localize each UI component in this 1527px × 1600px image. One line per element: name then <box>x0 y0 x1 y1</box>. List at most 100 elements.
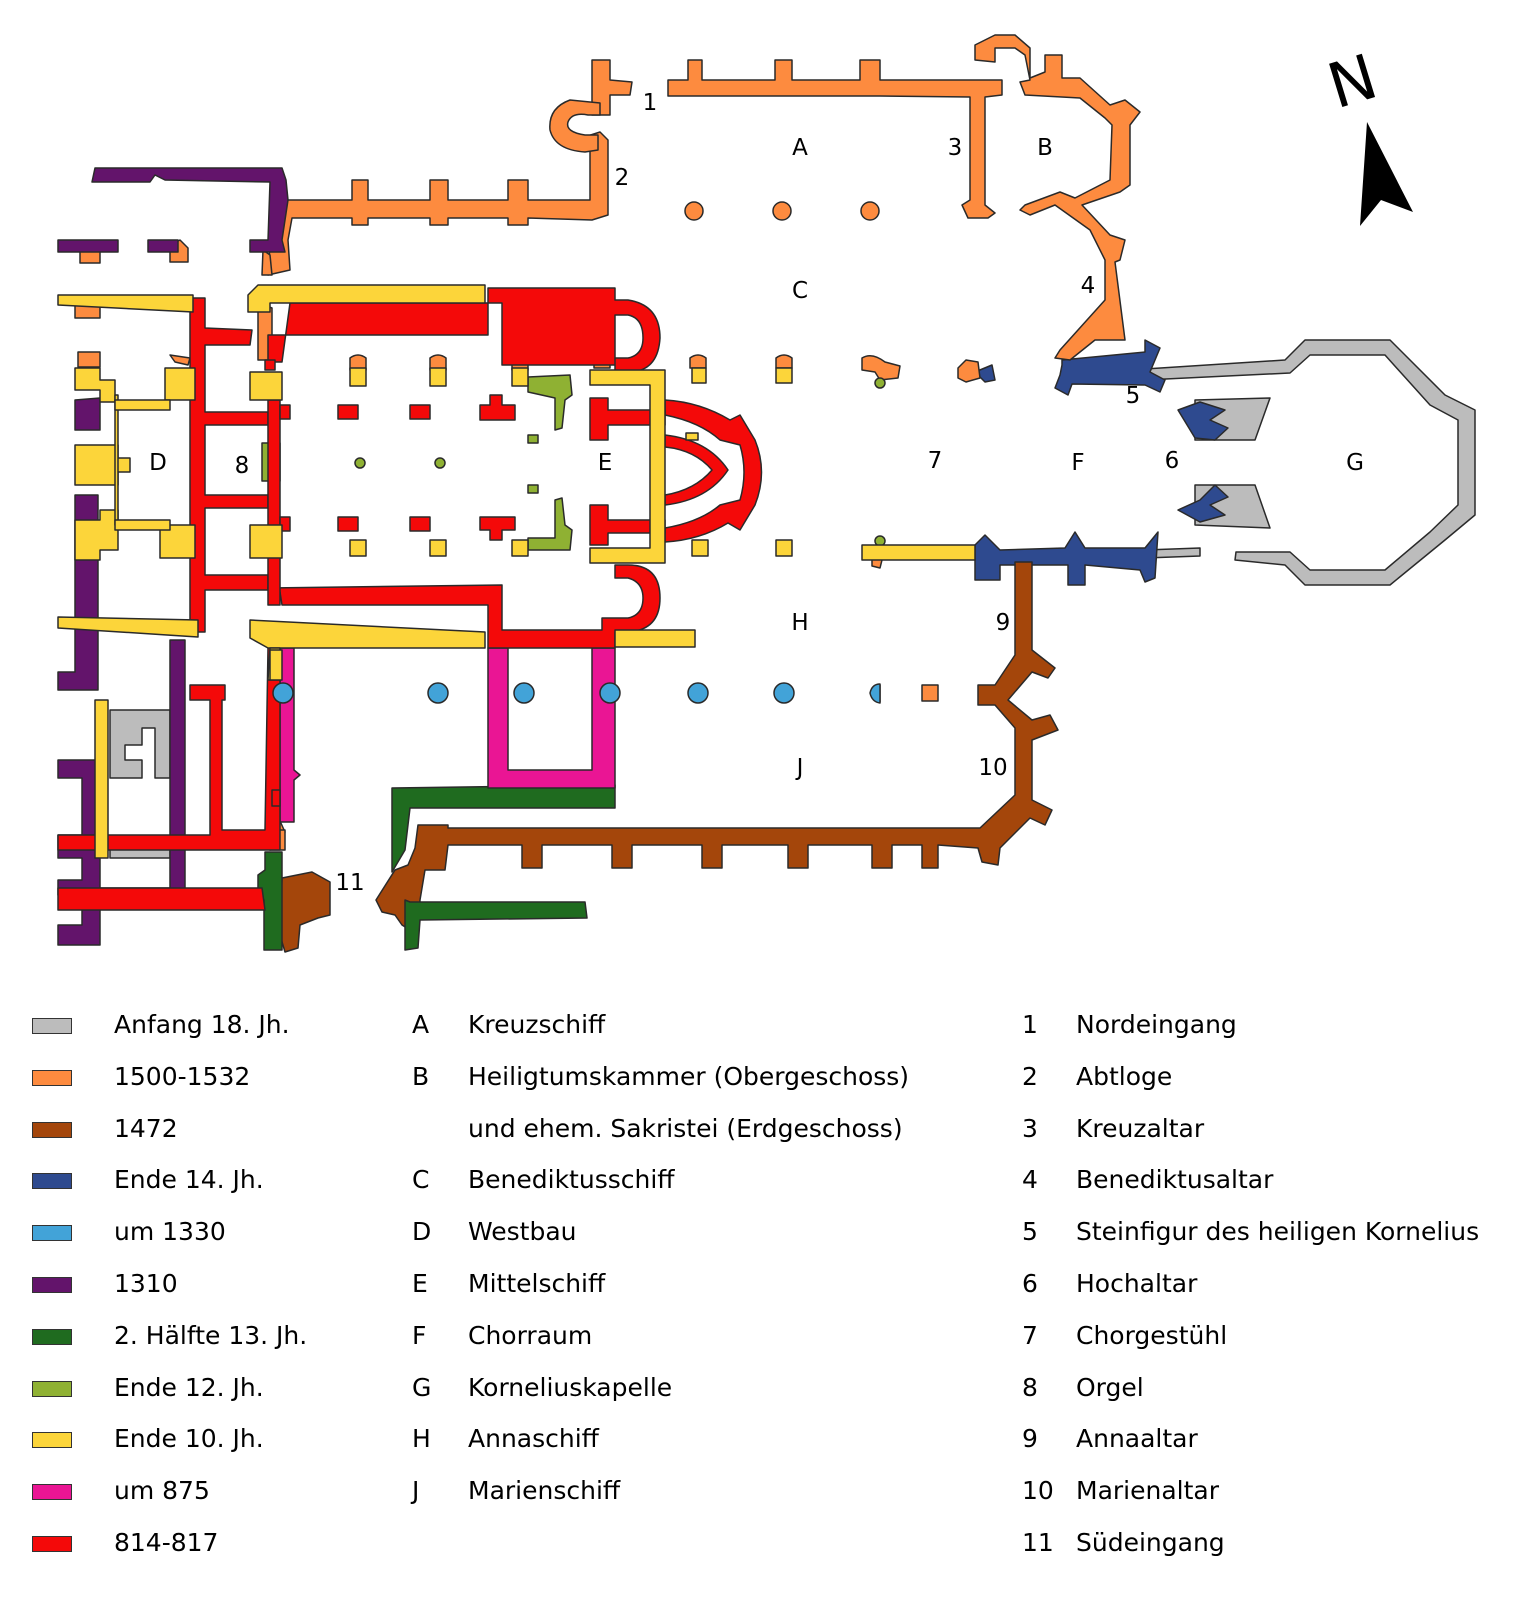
period-swatch <box>32 1069 72 1086</box>
period-swatch <box>32 1173 72 1190</box>
feature-key: 9 <box>1022 1424 1038 1454</box>
period-item: Ende 14. Jh. <box>32 1165 307 1217</box>
section-key: F <box>412 1320 427 1350</box>
period-item: 814-817 <box>32 1528 307 1580</box>
period-item: 1500-1532 <box>32 1062 307 1114</box>
section-key: G <box>412 1372 432 1402</box>
section-key: E <box>412 1268 428 1298</box>
period-item: Ende 10. Jh. <box>32 1424 307 1476</box>
walls-end-10th <box>57 284 976 859</box>
period-item: um 875 <box>32 1476 307 1528</box>
map-label-9: 9 <box>996 610 1011 636</box>
north-arrow-icon <box>1360 122 1413 226</box>
section-key: B <box>412 1061 430 1091</box>
feature-key: 3 <box>1022 1113 1038 1143</box>
feature-key: 11 <box>1022 1527 1054 1557</box>
section-label: Westbau <box>468 1217 577 1247</box>
section-key: H <box>412 1424 431 1454</box>
north-indicator: N <box>1320 40 1413 226</box>
feature-label: Kreuzaltar <box>1076 1113 1205 1143</box>
period-item: Ende 12. Jh. <box>32 1373 307 1425</box>
map-label-3: 3 <box>948 135 963 161</box>
section-item: J Marienschiff <box>412 1476 909 1528</box>
period-swatch <box>32 1121 72 1138</box>
period-swatch <box>32 1276 72 1293</box>
map-label-c: C <box>792 278 808 304</box>
feature-label: Südeingang <box>1076 1527 1225 1557</box>
map-label-5: 5 <box>1126 383 1141 409</box>
feature-label: Nordeingang <box>1076 1010 1237 1039</box>
period-item: 2. Hälfte 13. Jh. <box>32 1321 307 1373</box>
north-label: N <box>1320 40 1386 123</box>
map-label-2: 2 <box>615 165 630 191</box>
period-swatch <box>32 1380 72 1397</box>
section-item: und ehem. Sakristei (Erdgeschoss) <box>412 1114 909 1166</box>
period-label: 2. Hälfte 13. Jh. <box>114 1320 308 1350</box>
section-key: D <box>412 1217 432 1247</box>
feature-item: 1 Nordeingang <box>1022 1010 1479 1062</box>
section-label: Marienschiff <box>468 1476 621 1506</box>
period-item: 1310 <box>32 1269 307 1321</box>
period-label: 1310 <box>114 1268 178 1298</box>
period-item: 1472 <box>32 1114 307 1166</box>
period-label: Ende 10. Jh. <box>114 1424 264 1454</box>
feature-key: 7 <box>1022 1320 1038 1350</box>
map-label-h: H <box>791 610 808 636</box>
map-label-j: J <box>795 755 804 781</box>
feature-item: 3 Kreuzaltar <box>1022 1114 1479 1166</box>
period-label: Ende 12. Jh. <box>114 1372 264 1402</box>
feature-key: 1 <box>1022 1010 1038 1039</box>
feature-key: 8 <box>1022 1372 1038 1402</box>
period-label: Ende 14. Jh. <box>114 1165 264 1195</box>
period-item: um 1330 <box>32 1217 307 1269</box>
walls-1472 <box>279 561 1059 953</box>
section-item: E Mittelschiff <box>412 1269 909 1321</box>
period-swatch <box>32 1328 72 1345</box>
period-swatch <box>32 1432 72 1449</box>
map-label-11: 11 <box>335 870 364 896</box>
feature-label: Benediktusaltar <box>1076 1165 1274 1195</box>
feature-label: Annaaltar <box>1076 1424 1198 1454</box>
section-key: A <box>412 1010 430 1039</box>
period-label: Anfang 18. Jh. <box>114 1010 290 1039</box>
map-label-1: 1 <box>643 90 658 116</box>
period-swatch <box>32 1018 72 1034</box>
map-label-g: G <box>1346 450 1364 476</box>
feature-key: 10 <box>1022 1476 1054 1506</box>
section-key: J <box>412 1476 420 1506</box>
period-label: 1500-1532 <box>114 1061 251 1091</box>
period-legend: Anfang 18. Jh. 1500-1532 1472 Ende 14. J… <box>32 1010 307 1580</box>
section-label: Mittelschiff <box>468 1268 606 1298</box>
walls-814-817 <box>57 287 763 911</box>
section-label: Benediktusschiff <box>468 1165 675 1195</box>
feature-item: 11 Südeingang <box>1022 1528 1479 1580</box>
feature-item: 9 Annaaltar <box>1022 1424 1479 1476</box>
map-label-4: 4 <box>1081 273 1096 299</box>
period-swatch <box>32 1535 72 1552</box>
feature-label: Chorgestühl <box>1076 1320 1228 1350</box>
choir-walls-late-14th <box>974 339 1229 586</box>
map-label-a: A <box>792 135 808 161</box>
map-label-f: F <box>1071 450 1084 476</box>
map-label-10: 10 <box>978 755 1007 781</box>
feature-item: 7 Chorgestühl <box>1022 1321 1479 1373</box>
map-label-6: 6 <box>1165 448 1180 474</box>
map-label-8: 8 <box>235 453 250 479</box>
feature-label: Abtloge <box>1076 1061 1173 1091</box>
feature-label: Steinfigur des heiligen Kornelius <box>1076 1217 1480 1247</box>
map-label-7: 7 <box>928 448 943 474</box>
section-label: Kreuzschiff <box>468 1010 606 1039</box>
period-swatch <box>32 1225 72 1242</box>
map-label-b: B <box>1037 135 1053 161</box>
